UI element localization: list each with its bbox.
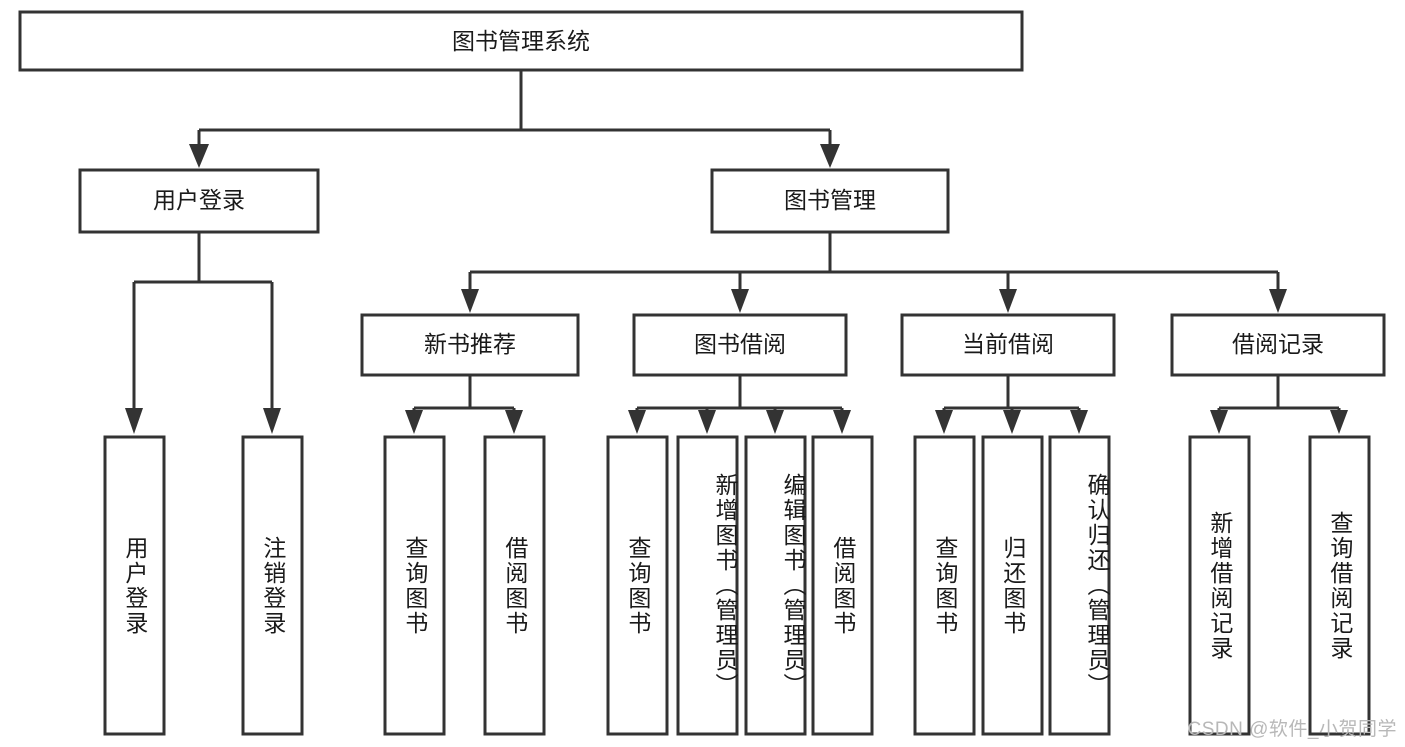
node-borrow-record[interactable]: 借阅记录: [1170, 313, 1386, 377]
node-new-book-recommend[interactable]: 新书推荐: [360, 313, 580, 377]
node-leaf-query-book-3-box[interactable]: [913, 435, 976, 736]
node-leaf-add-borrow-record-box[interactable]: [1188, 435, 1251, 736]
node-borrow-record-box[interactable]: [1170, 313, 1386, 377]
arrow-head-leaf-add-book: [698, 410, 716, 434]
node-leaf-borrow-book-1-box[interactable]: [483, 435, 546, 736]
node-root-box[interactable]: [18, 10, 1024, 72]
arrow-head-book-management: [820, 144, 840, 168]
node-user-login[interactable]: 用户登录: [78, 168, 320, 234]
arrow-head-user-login: [189, 144, 209, 168]
connector-group-user-login: [125, 232, 281, 434]
csdn-watermark: CSDN @软件_小贺同学: [1187, 719, 1397, 740]
node-current-borrow[interactable]: 当前借阅: [900, 313, 1116, 377]
node-leaf-confirm-return-box[interactable]: [1048, 435, 1111, 736]
node-leaf-query-book-2-box[interactable]: [606, 435, 669, 736]
connector-group-book-management: [461, 232, 1287, 313]
connector-group-new-book-recommend: [405, 375, 523, 434]
arrow-head-book-borrow: [731, 289, 749, 313]
node-current-borrow-label: 当前借阅: [962, 331, 1054, 357]
node-book-management[interactable]: 图书管理: [710, 168, 950, 234]
node-new-book-recommend-box[interactable]: [360, 313, 580, 377]
arrow-head-borrow-record: [1269, 289, 1287, 313]
node-leaf-edit-book-box[interactable]: [744, 435, 807, 736]
node-current-borrow-box[interactable]: [900, 313, 1116, 377]
node-leaf-user-login-box[interactable]: [103, 435, 166, 736]
node-book-borrow[interactable]: 图书借阅: [632, 313, 848, 377]
arrow-head-current-borrow: [999, 289, 1017, 313]
node-user-login-label: 用户登录: [153, 187, 245, 213]
arrow-head-new-book-recommend: [461, 289, 479, 313]
node-leaf-return-book-box[interactable]: [981, 435, 1044, 736]
node-book-borrow-label: 图书借阅: [694, 331, 786, 357]
node-leaf-logout-login-box[interactable]: [241, 435, 304, 736]
arrow-head-leaf-query-book-3: [935, 410, 953, 434]
node-root-label: 图书管理系统: [452, 28, 590, 54]
node-borrow-record-label: 借阅记录: [1232, 331, 1324, 357]
arrow-head-leaf-query-book-1: [405, 410, 423, 434]
arrow-head-leaf-query-book-2: [628, 410, 646, 434]
arrow-head-leaf-user-login: [125, 408, 143, 434]
connector-group-book-borrow: [628, 375, 851, 434]
leaf-boxes: [103, 435, 1371, 736]
node-leaf-add-book-box[interactable]: [676, 435, 739, 736]
node-book-management-label: 图书管理: [784, 187, 876, 213]
arrow-head-leaf-logout-login: [263, 408, 281, 434]
connector-group-root: [189, 70, 840, 168]
node-root[interactable]: 图书管理系统: [18, 10, 1024, 72]
node-leaf-query-borrow-record-box[interactable]: [1308, 435, 1371, 736]
connector-group-borrow-record: [1210, 375, 1348, 434]
arrow-head-leaf-return-book: [1003, 410, 1021, 434]
node-book-management-box[interactable]: [710, 168, 950, 234]
node-book-borrow-box[interactable]: [632, 313, 848, 377]
node-leaf-borrow-book-2-box[interactable]: [811, 435, 874, 736]
arrow-head-leaf-borrow-book-1: [505, 410, 523, 434]
node-user-login-box[interactable]: [78, 168, 320, 234]
arrow-head-leaf-edit-book: [766, 410, 784, 434]
arrow-head-leaf-borrow-book-2: [833, 410, 851, 434]
arrow-head-leaf-confirm-return: [1070, 410, 1088, 434]
node-leaf-query-book-1-box[interactable]: [383, 435, 446, 736]
connector-group-current-borrow: [935, 375, 1088, 434]
arrow-head-leaf-query-borrow-record: [1330, 410, 1348, 434]
arrow-head-leaf-add-borrow-record: [1210, 410, 1228, 434]
node-new-book-recommend-label: 新书推荐: [424, 331, 516, 357]
